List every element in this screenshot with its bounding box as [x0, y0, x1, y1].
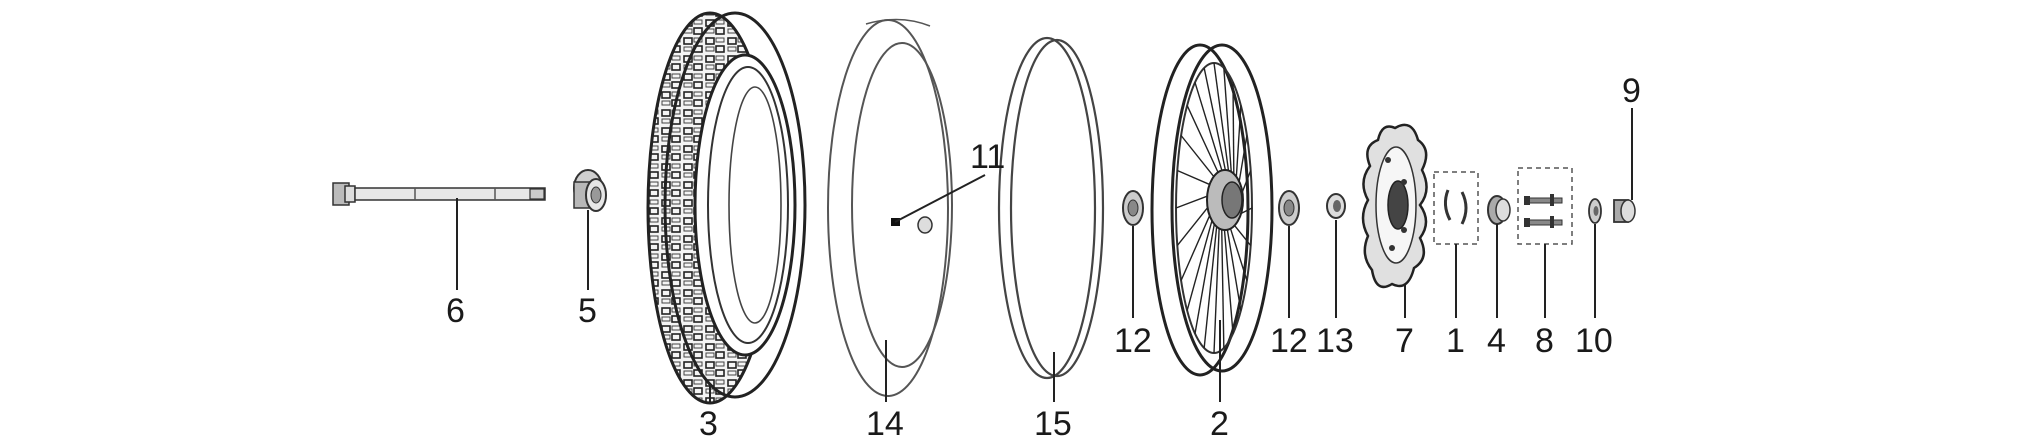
- callout-13: 13: [1316, 322, 1354, 360]
- callout-12-right: 12: [1270, 322, 1308, 360]
- callout-labels: 6 5 3 14 11 15 12 2 12 13 7 1 4 8 10 9: [446, 72, 1641, 439]
- callout-5: 5: [578, 292, 597, 330]
- tyre-part: [646, 11, 807, 405]
- callout-14: 14: [866, 405, 904, 439]
- wheel-spoke: [1220, 225, 1225, 349]
- rim-strip-part: [997, 36, 1105, 380]
- small-washer-part: [1588, 198, 1602, 224]
- washer-part: [1326, 193, 1346, 219]
- wheel-spoke: [1194, 214, 1217, 334]
- spoked-wheel-part: [1150, 43, 1274, 377]
- callout-4: 4: [1487, 322, 1506, 360]
- callout-6: 6: [446, 292, 465, 330]
- clip-set-part: [1433, 171, 1479, 245]
- wheel-spoke: [1213, 62, 1232, 187]
- leader-lines: [456, 108, 1633, 402]
- callout-12-left: 12: [1114, 322, 1152, 360]
- callout-11: 11: [970, 138, 1005, 176]
- wheel-spoke: [1186, 105, 1224, 184]
- spacer-part: [573, 169, 607, 212]
- bearing-left-part: [1122, 190, 1144, 226]
- callout-8: 8: [1535, 322, 1554, 360]
- wheel-spoke: [1228, 224, 1248, 281]
- wheel-spoke: [1203, 219, 1219, 349]
- wheel-spoke: [1213, 223, 1221, 354]
- wheel-spoke: [1203, 67, 1230, 185]
- callout-9: 9: [1622, 72, 1641, 110]
- axle-part: [332, 182, 546, 206]
- brake-disc-part: [1361, 123, 1428, 289]
- callout-15: 15: [1034, 405, 1072, 439]
- bolt-set-part: [1517, 167, 1573, 245]
- wheel-spoke: [1226, 226, 1242, 311]
- callout-7: 7: [1395, 322, 1414, 360]
- callout-2: 2: [1210, 405, 1229, 439]
- nut-part: [1487, 195, 1511, 225]
- rim-band-part: [827, 18, 953, 397]
- axle-nut-part: [1613, 199, 1636, 223]
- wheel-spoke: [1223, 226, 1234, 334]
- callout-10: 10: [1575, 322, 1613, 360]
- wheel-spoke: [1186, 208, 1216, 311]
- wheel-spoke: [1194, 82, 1227, 184]
- bearing-right-part: [1278, 190, 1300, 226]
- callout-3: 3: [699, 405, 718, 439]
- wheel-spoke: [1223, 67, 1234, 191]
- callout-1: 1: [1446, 322, 1465, 360]
- valve-part: [891, 216, 933, 234]
